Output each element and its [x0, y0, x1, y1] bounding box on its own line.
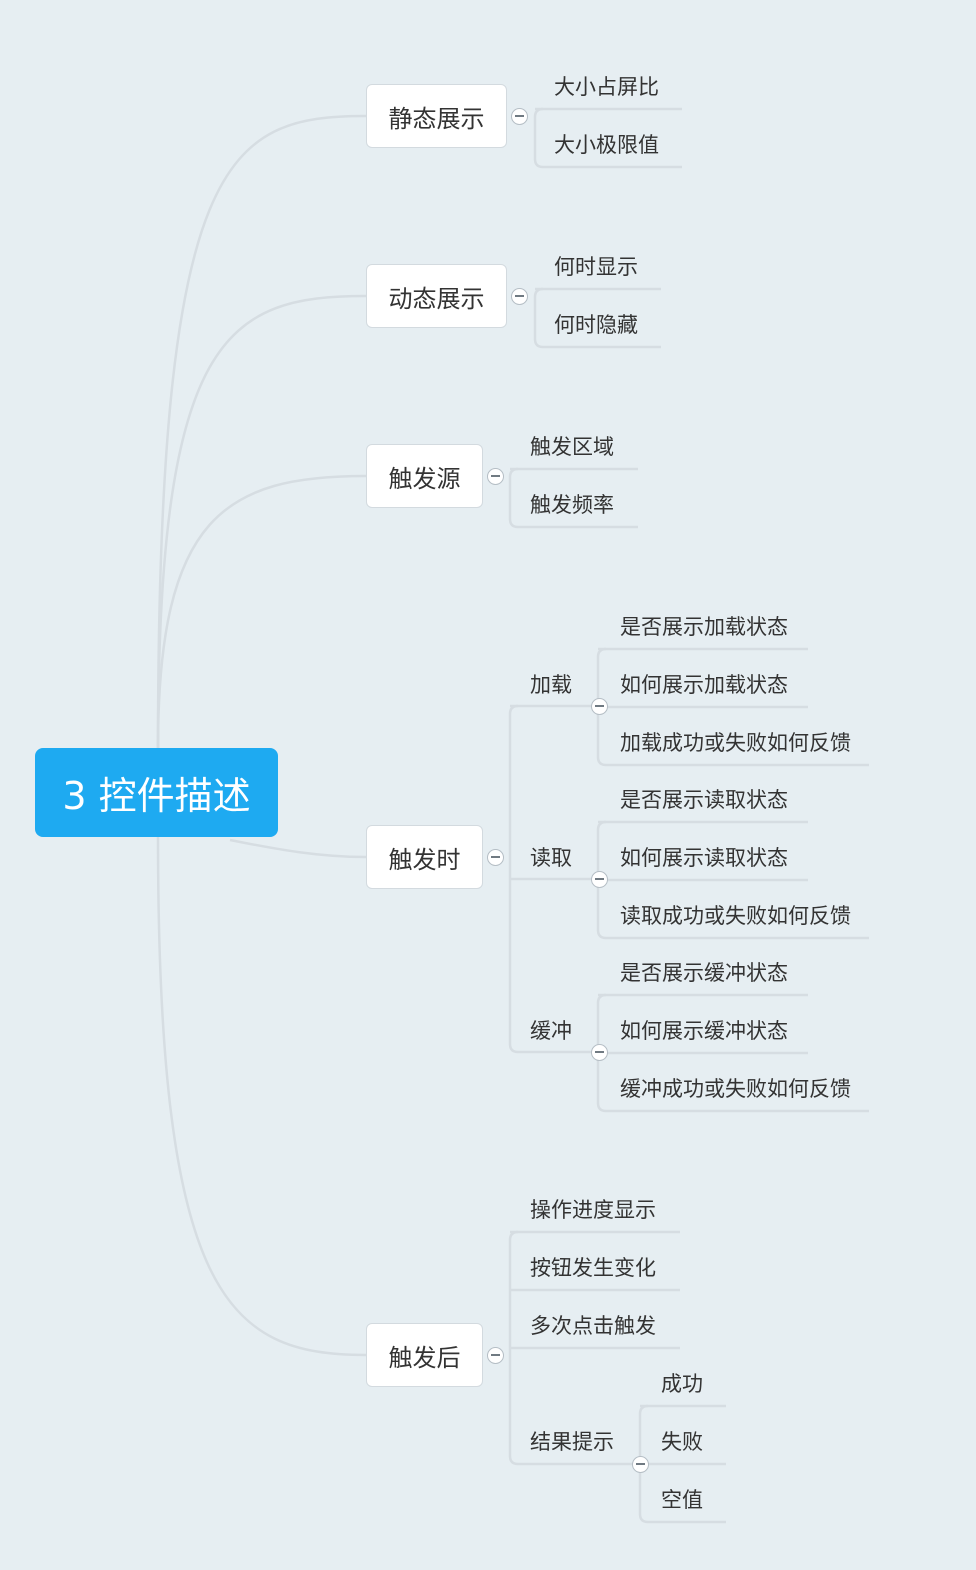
- leaf-label[interactable]: 读取成功或失败如何反馈: [620, 904, 851, 928]
- child-label[interactable]: 触发频率: [530, 493, 614, 517]
- branch-node[interactable]: 触发源: [366, 444, 483, 508]
- group-label[interactable]: 缓冲: [530, 1019, 572, 1043]
- collapse-toggle-icon[interactable]: [486, 467, 504, 485]
- branch-connector: [156, 836, 367, 1357]
- branch-node[interactable]: 动态展示: [366, 264, 507, 328]
- branch-node[interactable]: 触发后: [366, 1323, 483, 1387]
- child-label[interactable]: 何时显示: [554, 255, 638, 279]
- child-label[interactable]: 大小占屏比: [554, 75, 659, 99]
- collapse-toggle-icon[interactable]: [590, 697, 608, 715]
- leaf-label[interactable]: 加载成功或失败如何反馈: [620, 731, 851, 755]
- group-label[interactable]: 加载: [530, 673, 572, 697]
- group-label[interactable]: 读取: [530, 846, 572, 870]
- leaf-label[interactable]: 空值: [661, 1488, 703, 1512]
- group-label[interactable]: 结果提示: [530, 1430, 614, 1454]
- branch-connector: [156, 474, 367, 749]
- collapse-toggle-icon[interactable]: [486, 848, 504, 866]
- collapse-toggle-icon[interactable]: [631, 1455, 649, 1473]
- child-label[interactable]: 大小极限值: [554, 133, 659, 157]
- leaf-label[interactable]: 是否展示加载状态: [620, 615, 788, 639]
- branch-connector: [156, 114, 367, 749]
- leaf-label[interactable]: 是否展示读取状态: [620, 788, 788, 812]
- collapse-toggle-icon[interactable]: [510, 287, 528, 305]
- leaf-label[interactable]: 成功: [661, 1372, 703, 1396]
- child-label[interactable]: 多次点击触发: [530, 1314, 656, 1338]
- child-label[interactable]: 何时隐藏: [554, 313, 638, 337]
- child-label[interactable]: 操作进度显示: [530, 1198, 656, 1222]
- leaf-label[interactable]: 是否展示缓冲状态: [620, 961, 788, 985]
- root-node[interactable]: 3 控件描述: [35, 748, 278, 837]
- branch-connector: [156, 294, 367, 749]
- leaf-label[interactable]: 失败: [661, 1430, 703, 1454]
- child-label[interactable]: 按钮发生变化: [530, 1256, 656, 1280]
- child-label[interactable]: 触发区域: [530, 435, 614, 459]
- collapse-toggle-icon[interactable]: [486, 1346, 504, 1364]
- branch-connector: [229, 838, 367, 859]
- branch-node[interactable]: 触发时: [366, 825, 483, 889]
- collapse-toggle-icon[interactable]: [510, 107, 528, 125]
- leaf-label[interactable]: 如何展示加载状态: [620, 673, 788, 697]
- collapse-toggle-icon[interactable]: [590, 870, 608, 888]
- leaf-label[interactable]: 如何展示读取状态: [620, 846, 788, 870]
- leaf-label[interactable]: 如何展示缓冲状态: [620, 1019, 788, 1043]
- collapse-toggle-icon[interactable]: [590, 1043, 608, 1061]
- branch-node[interactable]: 静态展示: [366, 84, 507, 148]
- leaf-label[interactable]: 缓冲成功或失败如何反馈: [620, 1077, 851, 1101]
